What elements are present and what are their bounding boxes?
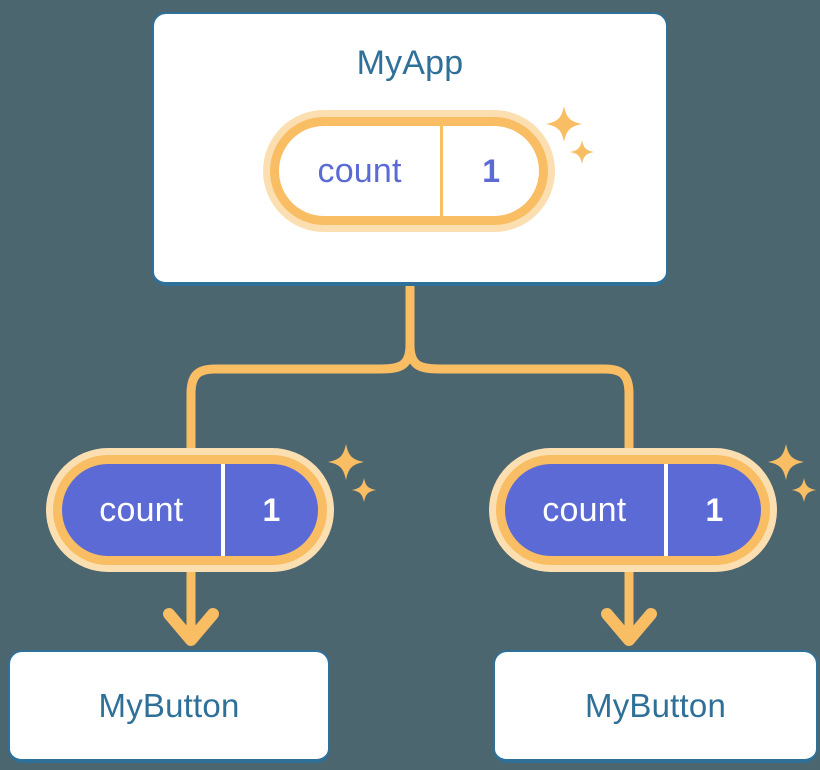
arrowhead-right bbox=[601, 608, 657, 646]
component-label: MyButton bbox=[585, 686, 726, 724]
state-pill-myapp[interactable]: count 1 bbox=[263, 110, 555, 232]
state-pill-body: count 1 bbox=[279, 126, 539, 216]
state-pill-ring: count 1 bbox=[270, 117, 548, 225]
component-card-mybutton-right[interactable]: MyButton bbox=[493, 650, 818, 763]
state-pill-value: 1 bbox=[220, 464, 318, 556]
component-label: MyButton bbox=[98, 686, 240, 724]
state-pill-key: count bbox=[505, 464, 664, 556]
arrowhead-left bbox=[163, 608, 219, 646]
state-pill-ring: count 1 bbox=[53, 455, 327, 565]
state-pill-value: 1 bbox=[663, 464, 761, 556]
sparkle-large-icon bbox=[328, 444, 364, 480]
state-pill-value: 1 bbox=[440, 126, 539, 216]
state-pill-ring: count 1 bbox=[496, 455, 770, 565]
state-pill-key: count bbox=[62, 464, 221, 556]
state-pill-body: count 1 bbox=[62, 464, 318, 556]
state-key-label: count bbox=[542, 490, 627, 529]
state-key-label: count bbox=[317, 151, 402, 190]
sparkle-large-icon bbox=[768, 444, 804, 480]
state-key-label: count bbox=[99, 490, 184, 529]
state-value-label: 1 bbox=[705, 491, 724, 528]
component-card-mybutton-left[interactable]: MyButton bbox=[8, 650, 330, 763]
state-pill-child-right[interactable]: count 1 bbox=[489, 448, 777, 572]
state-value-label: 1 bbox=[262, 491, 281, 528]
sparkle-small-icon bbox=[352, 478, 376, 502]
state-pill-body: count 1 bbox=[505, 464, 761, 556]
state-pill-key: count bbox=[279, 126, 440, 216]
connector-branch-right bbox=[405, 344, 634, 452]
connector-branch-left bbox=[186, 344, 415, 452]
state-value-label: 1 bbox=[482, 152, 500, 189]
page-title: MyApp bbox=[356, 44, 464, 82]
sparkle-small-icon bbox=[792, 478, 816, 502]
state-pill-child-left[interactable]: count 1 bbox=[46, 448, 334, 572]
